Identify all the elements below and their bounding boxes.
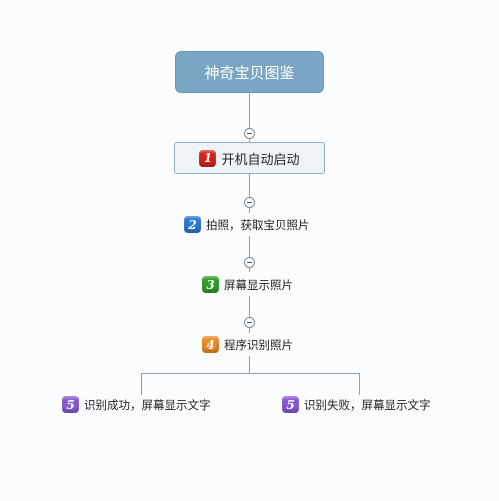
step-4-label: 程序识别照片 [224, 337, 293, 352]
priority-3-icon: 3 [202, 276, 219, 293]
collapse-toggle-step2[interactable] [244, 257, 255, 268]
collapse-toggle-step3[interactable] [244, 317, 255, 328]
collapse-toggle-root[interactable] [244, 128, 255, 139]
priority-2-icon: 2 [184, 216, 201, 233]
root-title: 神奇宝贝图鉴 [204, 63, 295, 82]
connector-step2-step3 [249, 236, 250, 272]
step-2-label: 拍照，获取宝贝照片 [206, 217, 310, 232]
step-3-label: 屏幕显示照片 [224, 277, 293, 292]
collapse-toggle-step1[interactable] [244, 197, 255, 208]
outcome-failure-node[interactable]: 5 识别失败，屏幕显示文字 [282, 396, 431, 413]
connector-branch-left [141, 373, 142, 395]
priority-5-icon: 5 [282, 396, 299, 413]
outcome-success-label: 识别成功，屏幕显示文字 [84, 397, 211, 412]
step-1-node[interactable]: 1 开机自动启动 [174, 142, 325, 174]
connector-step4-branch [249, 356, 250, 374]
priority-5-icon: 5 [62, 396, 79, 413]
step-4-node[interactable]: 4 程序识别照片 [202, 336, 293, 353]
step-1-label: 开机自动启动 [221, 152, 300, 168]
step-2-node[interactable]: 2 拍照，获取宝贝照片 [184, 216, 310, 233]
priority-1-icon: 1 [199, 149, 217, 167]
connector-step3-step4 [249, 296, 250, 333]
priority-4-icon: 4 [202, 336, 219, 353]
outcome-failure-label: 识别失败，屏幕显示文字 [304, 397, 431, 412]
root-node[interactable]: 神奇宝贝图鉴 [175, 51, 324, 93]
connector-root-step1 [249, 93, 250, 142]
outcome-success-node[interactable]: 5 识别成功，屏幕显示文字 [62, 396, 211, 413]
step-3-node[interactable]: 3 屏幕显示照片 [202, 276, 293, 293]
connector-step1-step2 [249, 174, 250, 213]
connector-branch-right [359, 373, 360, 395]
connector-branch-horizontal [141, 373, 360, 374]
